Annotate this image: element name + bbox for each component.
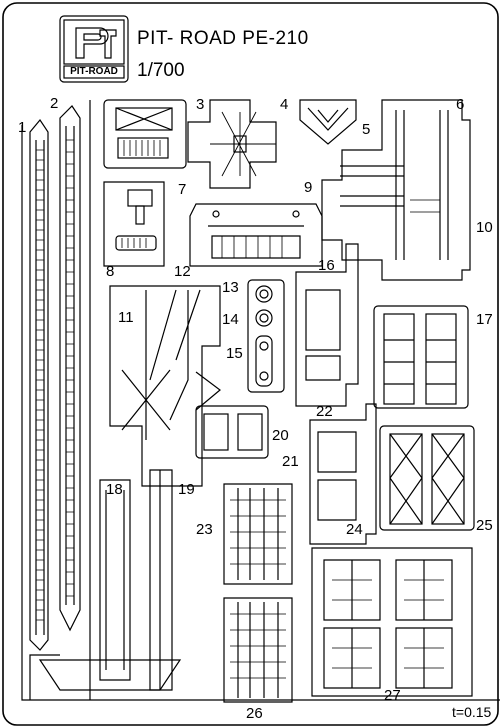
part-number-4: 4 [280, 96, 289, 113]
part-27 [311, 547, 473, 697]
part-number-6: 6 [456, 96, 465, 113]
part-7-8 [103, 181, 165, 267]
part-number-7: 7 [178, 181, 187, 198]
part-number-19: 19 [178, 481, 195, 498]
part-number-18: 18 [106, 481, 123, 498]
part-number-17: 17 [476, 311, 493, 328]
part-number-25: 25 [476, 517, 493, 534]
part-number-5: 5 [362, 121, 371, 138]
part-number-2: 2 [50, 95, 59, 112]
part-5 [299, 99, 357, 145]
pit-road-logo [59, 15, 129, 83]
part-number-23: 23 [196, 521, 213, 538]
carrier-frame [21, 100, 500, 701]
part-number-22: 22 [316, 403, 333, 420]
part-21-22-24 [309, 403, 377, 545]
part-6-10 [321, 99, 471, 281]
part-number-26: 26 [246, 705, 263, 722]
part-1-ladder-rail [29, 118, 49, 651]
part-number-21: 21 [282, 453, 299, 470]
part-3 [103, 99, 187, 169]
part-number-3: 3 [196, 96, 205, 113]
part-11-12 [109, 285, 221, 487]
part-number-1: 1 [18, 119, 27, 136]
part-number-16: 16 [318, 257, 335, 274]
part-number-13: 13 [222, 279, 239, 296]
part-13-14-15 [247, 279, 285, 393]
part-17 [373, 305, 469, 409]
sheet-scale: 1/700 [137, 60, 185, 81]
part-25 [379, 425, 475, 531]
part-number-14: 14 [222, 311, 239, 328]
part-number-11: 11 [118, 309, 134, 326]
part-2-ladder-rail [59, 105, 81, 632]
part-23 [223, 483, 293, 585]
part-number-8: 8 [106, 263, 115, 280]
part-number-12: 12 [174, 263, 191, 280]
part-number-27: 27 [384, 687, 401, 704]
part-9 [189, 203, 323, 267]
part-number-10: 10 [476, 219, 493, 236]
part-16 [295, 243, 359, 407]
part-18-19 [38, 469, 182, 691]
part-26 [223, 597, 293, 703]
part-number-15: 15 [226, 345, 243, 362]
part-4 [187, 99, 277, 189]
sheet-title: PIT- ROAD PE-210 [137, 28, 309, 49]
part-number-20: 20 [272, 427, 289, 444]
part-number-9: 9 [304, 179, 313, 196]
thickness-label: t=0.15 [452, 704, 492, 720]
part-number-24: 24 [346, 521, 363, 538]
part-20 [195, 405, 269, 459]
logo-label: PIT-ROAD [70, 66, 118, 77]
